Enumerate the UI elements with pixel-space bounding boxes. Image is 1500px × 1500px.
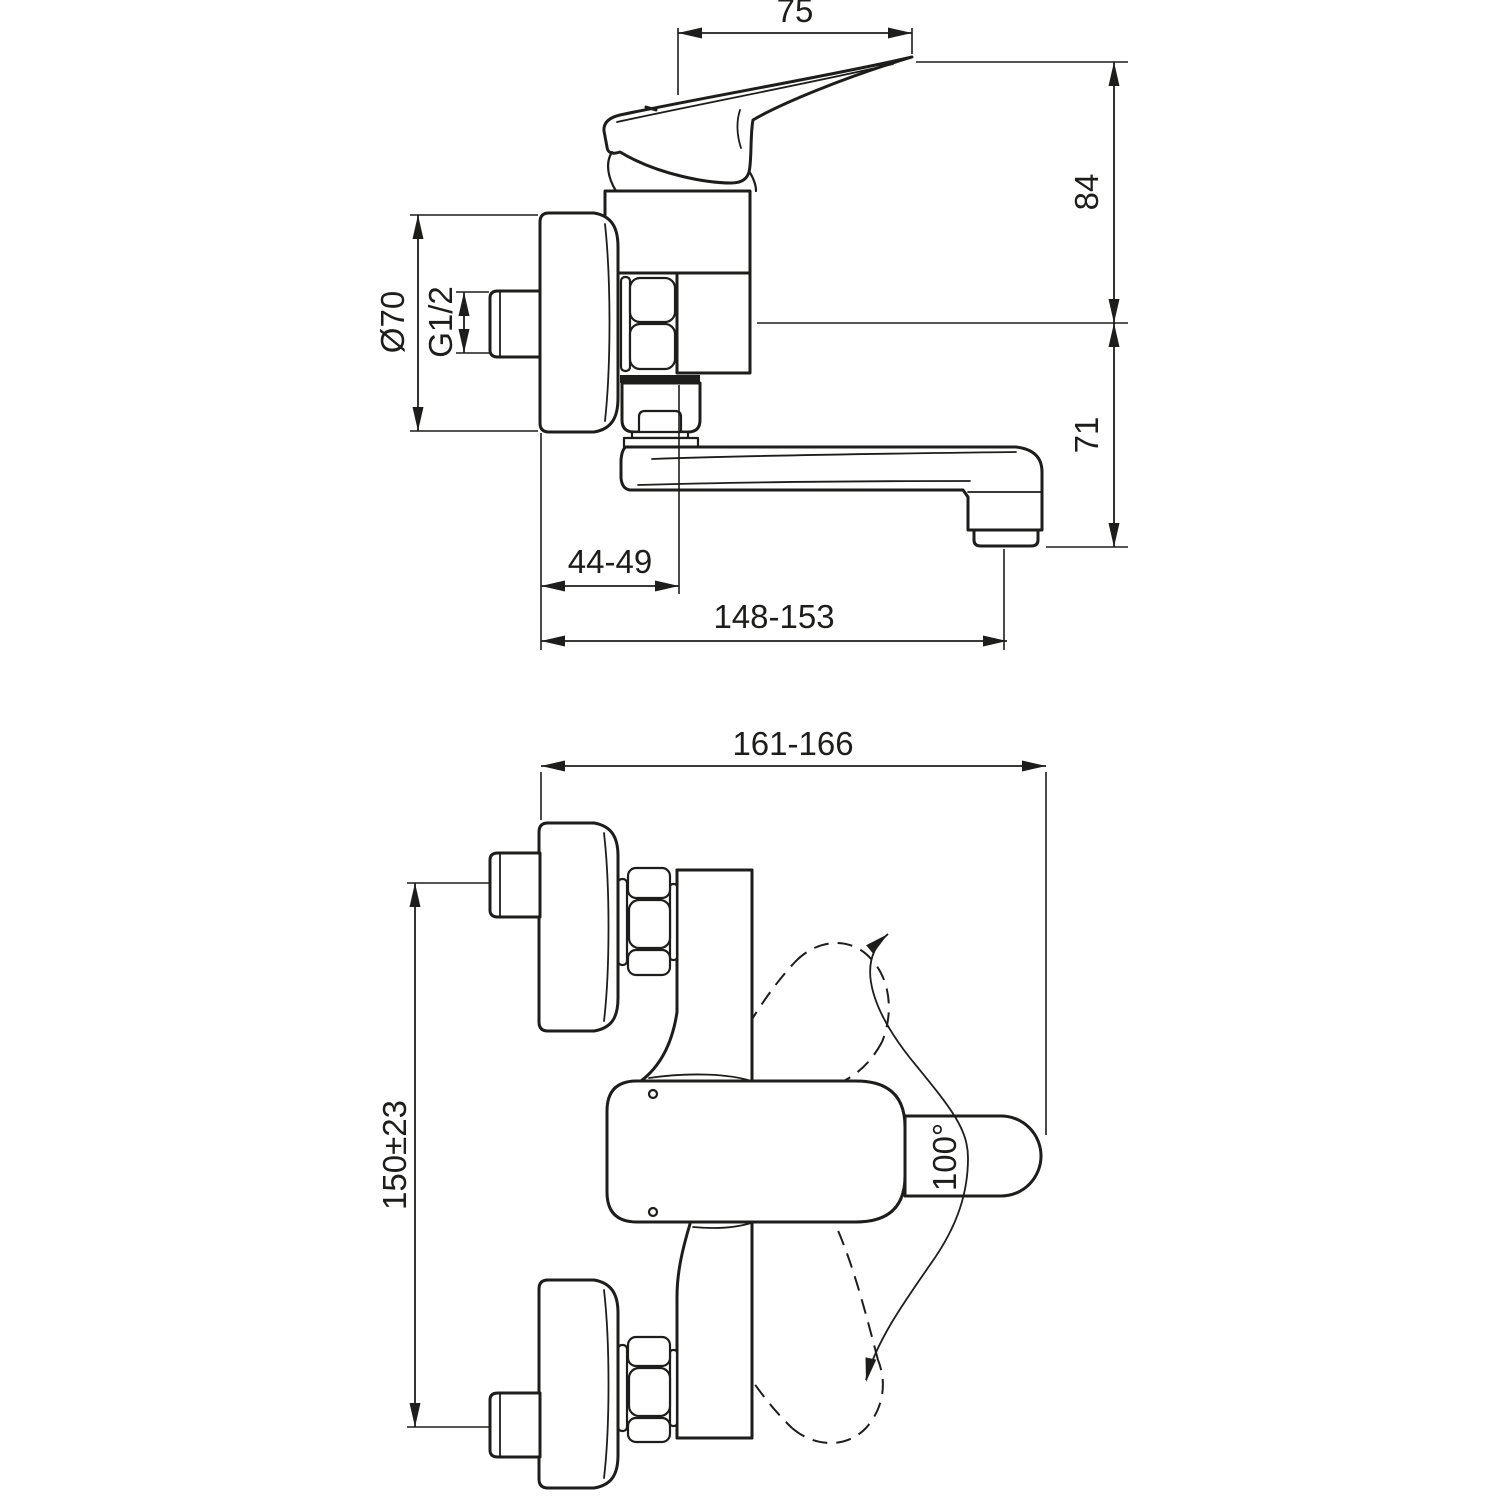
side-wall-flange [538, 211, 620, 434]
dim-inlet-spacing: 150±23 [376, 882, 489, 1428]
swivel-arc-arrow-top [866, 934, 888, 954]
dim-label-148153: 148-153 [713, 598, 834, 635]
side-flange-curve-line [604, 223, 611, 422]
dim-flange-diameter: Ø70 [374, 214, 538, 432]
side-spout-inner-line-1 [651, 451, 1017, 460]
top-handle-screw-dot-2 [647, 1206, 659, 1218]
side-nut-facet-1 [628, 276, 677, 324]
dim-heights: 84 71 [757, 61, 1128, 548]
top-flange-lower [537, 1278, 620, 1490]
dashed-upper-cap [794, 942, 890, 1043]
dim-label-4449: 44-49 [568, 543, 652, 580]
dim-label-71: 71 [1068, 417, 1105, 454]
side-aerator [972, 528, 1040, 548]
dim-label-d70: Ø70 [374, 291, 411, 353]
top-nipple-upper [488, 851, 542, 919]
side-lever-neck-curve [736, 109, 742, 149]
side-view: 75 84 71 Ø70 [374, 0, 1128, 650]
dim-label-84: 84 [1068, 174, 1105, 211]
swivel-arc-arrow-bottom [865, 1357, 877, 1382]
side-lever-tick [644, 105, 658, 112]
dashed-lower-left-edge [687, 1257, 793, 1429]
dashed-lower-right-edge [835, 1225, 879, 1361]
side-nut-strip [619, 275, 632, 373]
dim-handle-length: 75 [677, 0, 913, 95]
swivel-arc-path [865, 933, 969, 1381]
dim-label-15023: 150±23 [376, 1100, 413, 1210]
side-lever-top-edge-line [616, 63, 894, 123]
dim-label-75: 75 [777, 0, 814, 29]
top-flange-lower-curve [603, 1289, 610, 1479]
dim-spout-reach: 148-153 [541, 549, 1007, 650]
top-handle-plate [605, 1079, 907, 1224]
dim-label-161166: 161-166 [732, 725, 853, 762]
side-body-outlet-block [675, 271, 752, 375]
top-nut-lower-facet-3 [626, 1416, 672, 1444]
side-dome-right-arc [747, 169, 758, 193]
dashed-upper-right-edge [833, 1041, 883, 1087]
top-body-lower-s-curve [675, 1222, 692, 1299]
top-nipple-lower [488, 1391, 542, 1459]
top-nut-upper-facet-1 [626, 866, 672, 900]
top-spout [903, 1114, 1043, 1198]
side-lever-handle [602, 55, 914, 185]
side-nut-facet-2 [628, 322, 677, 371]
dashed-lower-cap [791, 1359, 884, 1444]
top-view: 100° 161-166 150±23 [376, 725, 1047, 1490]
top-shoulder-line-upper [648, 1073, 752, 1082]
side-dome-left-arc [606, 150, 618, 193]
dim-label-100deg: 100° [926, 1123, 963, 1191]
top-nut-upper-facet-2 [627, 898, 672, 950]
dim-thread: G1/2 [422, 286, 489, 358]
top-nut-lower-facet-1 [626, 1335, 672, 1368]
side-inlet-nipple [488, 289, 542, 359]
side-body-upper [603, 189, 752, 275]
swivel-arc: 100° [865, 933, 969, 1382]
side-collar-tab [637, 409, 683, 434]
top-nut-upper-facet-3 [626, 948, 672, 977]
side-spout-inner-line-2 [637, 480, 971, 486]
top-handle-screw-dot-1 [647, 1088, 659, 1100]
top-flange-upper [537, 821, 620, 1033]
top-body-upper-s-curve [639, 1010, 679, 1083]
side-spout [619, 445, 1044, 532]
dim-label-g12: G1/2 [422, 286, 459, 358]
dim-total-width: 161-166 [540, 725, 1047, 1135]
side-seal-band [620, 375, 700, 383]
dim-wall-offset: 44-49 [540, 385, 680, 650]
top-shoulder-line-lower [692, 1222, 752, 1229]
top-nut-lower-facet-2 [627, 1366, 672, 1418]
top-flange-upper-curve [603, 832, 610, 1022]
